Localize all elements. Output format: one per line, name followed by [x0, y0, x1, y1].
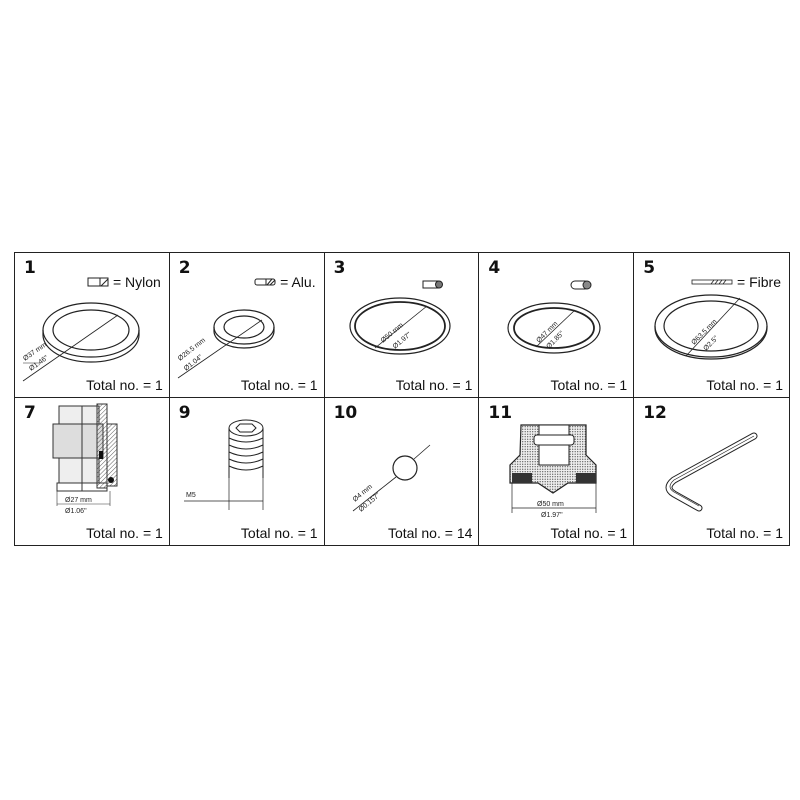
- material-label: = Fibre: [737, 274, 781, 290]
- material-label: = Nylon: [112, 274, 161, 290]
- nylon-ring-drawing: Ø37 mm Ø1.46": [22, 302, 140, 382]
- o-ring-drawing: Ø47 mm Ø1.85": [507, 280, 601, 354]
- part-cell-4: 4 Ø47 mm Ø1.85" Total no. = 1: [479, 253, 635, 398]
- set-screw-drawing: M5: [183, 419, 264, 510]
- part-cell-7: 7 Ø27 mm Ø1.06" Total no. = 1: [15, 398, 170, 545]
- part-cell-10: 10 Ø4 mm Ø0.157" Total no. = 14: [325, 398, 480, 545]
- total-count: Total no. = 1: [86, 377, 163, 393]
- total-count: Total no. = 1: [240, 525, 318, 541]
- part-number: 10: [333, 403, 358, 423]
- nylon-section-icon: [87, 277, 109, 287]
- fibre-gasket-drawing: Ø63.5 mm Ø2.5": [654, 294, 768, 360]
- part-cell-12: 12 Total no. = 1: [634, 398, 789, 545]
- part-number: 4: [488, 258, 501, 278]
- part-number: 1: [24, 258, 36, 278]
- o-ring-section-icon: [422, 280, 443, 289]
- part-number: 2: [178, 258, 191, 278]
- part-cell-11: 11 Ø50 mm Ø1.97" Total no. = 1: [479, 398, 635, 545]
- valve-seat-drawing: Ø50 mm Ø1.97": [509, 424, 597, 519]
- parts-table: 1 = Nylon Ø37 mm Ø1.46" Total no. = 1 2 …: [14, 252, 790, 546]
- o-ring-section-icon: [570, 280, 592, 290]
- dimension-mm: Ø27 mm: [65, 497, 92, 504]
- hex-key-drawing: [665, 432, 758, 512]
- material-legend: = Alu.: [254, 274, 316, 290]
- dimension-mm: Ø50 mm: [537, 501, 564, 508]
- dimension-inch: Ø1.97": [541, 512, 563, 519]
- part-number: 3: [333, 258, 346, 278]
- part-cell-3: 3 Ø50 mm Ø1.97" Total no. = 1: [324, 253, 480, 398]
- aluminium-ring-drawing: Ø26.5 mm Ø1.04": [177, 309, 275, 379]
- part-cell-2: 2 = Alu. Ø26.5 mm Ø1.04" Total no. = 1: [169, 253, 325, 398]
- part-number: 11: [488, 403, 513, 423]
- total-count: Total no. = 1: [395, 377, 473, 393]
- total-count: Total no. = 14: [387, 525, 473, 541]
- o-ring-drawing: Ø50 mm Ø1.97": [348, 280, 451, 355]
- material-legend: = Fibre: [691, 274, 781, 290]
- material-label: = Alu.: [280, 274, 316, 290]
- part-number: 7: [24, 403, 36, 423]
- part-number: 5: [643, 258, 656, 278]
- dimension-inch: Ø1.06": [65, 508, 87, 515]
- dimension-inch: Ø2.5": [703, 335, 721, 353]
- total-count: Total no. = 1: [706, 377, 783, 393]
- aluminium-section-icon: [254, 278, 276, 286]
- total-count: Total no. = 1: [86, 525, 163, 541]
- total-count: Total no. = 1: [706, 525, 783, 541]
- total-count: Total no. = 1: [240, 377, 318, 393]
- ball-drawing: Ø4 mm Ø0.157": [351, 444, 430, 514]
- part-number: 9: [178, 403, 191, 423]
- material-legend: = Nylon: [87, 274, 161, 290]
- total-count: Total no. = 1: [550, 377, 628, 393]
- fitting-drawing: Ø27 mm Ø1.06": [52, 403, 118, 515]
- total-count: Total no. = 1: [550, 525, 628, 541]
- part-cell-1: 1 = Nylon Ø37 mm Ø1.46" Total no. = 1: [15, 253, 170, 398]
- part-cell-5: 5 = Fibre Ø63.5 mm Ø2.5" Total no. = 1: [634, 253, 789, 398]
- part-cell-9: 9 M5 Total no. = 1: [170, 398, 325, 545]
- fibre-section-icon: [691, 279, 733, 285]
- part-number: 12: [643, 403, 667, 423]
- thread-size: M5: [186, 492, 196, 499]
